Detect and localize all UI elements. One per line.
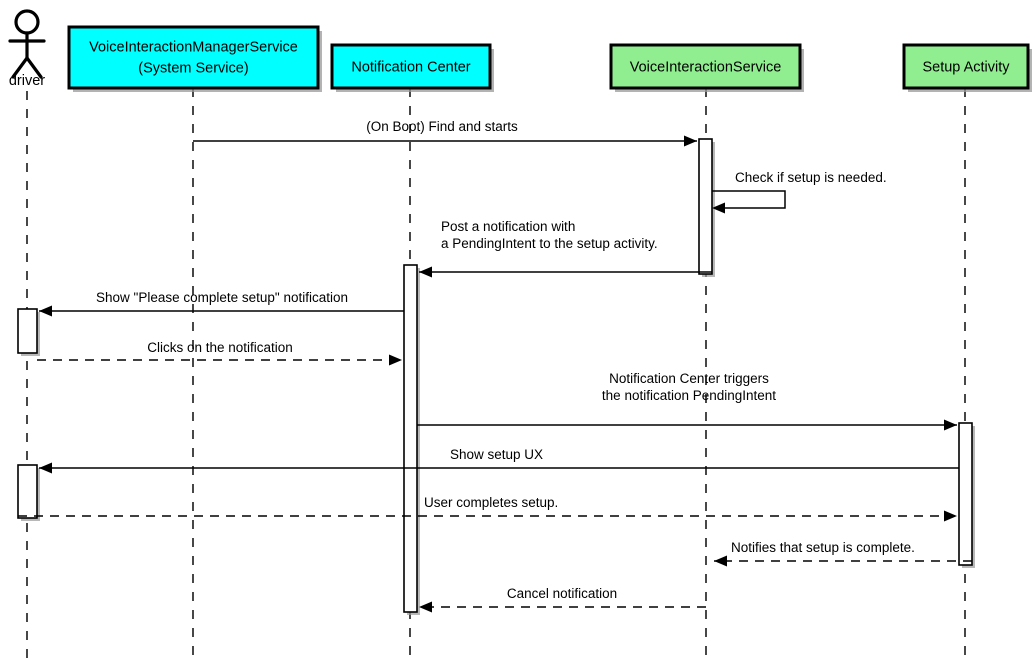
msg-notification-center-triggers-pendingintent[interactable]: Notification Center triggers the notifica… (417, 371, 957, 431)
act-driver-2 (17, 464, 40, 521)
arrowhead (712, 202, 725, 214)
message-label: Show setup UX (450, 447, 543, 462)
msg-on-boot-find-and-starts[interactable]: (On Boot) Find and starts (193, 119, 697, 147)
act-driver-1 (17, 308, 40, 356)
msg-show-setup-ux[interactable]: Show setup UX (39, 447, 959, 474)
message-label: Clicks on the notification (147, 340, 293, 355)
arrowhead (419, 266, 432, 278)
arrowhead (944, 510, 957, 522)
participant-setup_activity[interactable]: Setup Activity (902, 43, 1032, 92)
participant-label-driver: driver (9, 73, 45, 89)
participant-box-notification_center[interactable] (330, 43, 492, 90)
participant-label-vis: VoiceInteractionService (630, 59, 782, 75)
participant-sublabel-vims: (System Service) (138, 60, 248, 76)
arrowhead (684, 135, 697, 147)
participant-label-vims: VoiceInteractionManagerService (89, 39, 298, 55)
message-label: Notification Center triggers (609, 371, 769, 386)
participant-box-vims[interactable] (67, 25, 320, 90)
arrowhead (944, 419, 957, 431)
msg-check-if-setup-is-needed[interactable]: Check if setup is needed. (712, 170, 887, 214)
participant-notification_center[interactable]: Notification Center (330, 43, 494, 92)
actor-leg-right-icon (25, 56, 43, 79)
participant-label-notification_center: Notification Center (351, 59, 470, 75)
act-setup-activity (958, 422, 975, 568)
activation-bar (403, 264, 418, 613)
message-label: Cancel notification (507, 586, 617, 601)
participant-box-setup_activity[interactable] (902, 43, 1030, 90)
activation-bar (17, 308, 38, 354)
participant-driver[interactable]: driver (8, 9, 46, 89)
msg-notifies-that-setup-is-complete[interactable]: Notifies that setup is complete. (714, 540, 972, 567)
message-label: Show "Please complete setup" notificatio… (96, 290, 348, 305)
msg-cancel-notification[interactable]: Cancel notification (419, 586, 706, 613)
message-label: Post a notification with (441, 219, 575, 234)
activation-bar (17, 464, 38, 519)
message-label: User completes setup. (424, 495, 558, 510)
participant-vims[interactable]: VoiceInteractionManagerService (System Se… (67, 25, 322, 92)
act-vis (698, 138, 715, 277)
msg-show-please-complete-setup-notification[interactable]: Show "Please complete setup" notificatio… (39, 290, 404, 317)
arrowhead (389, 354, 402, 366)
activation-bar (698, 138, 713, 275)
message-label: Notifies that setup is complete. (731, 540, 915, 555)
message-label: Check if setup is needed. (735, 170, 887, 185)
message-label: the notification PendingIntent (602, 388, 776, 403)
activation-bar (958, 422, 973, 566)
participant-box-vis[interactable] (609, 43, 802, 90)
act-notification-center (403, 264, 420, 615)
msg-post-a-notification[interactable]: Post a notification with a PendingIntent … (419, 219, 712, 278)
activation-bars-layer (17, 138, 975, 615)
arrowhead (714, 555, 727, 567)
participant-vis[interactable]: VoiceInteractionService (609, 43, 804, 92)
actor-leg-left-icon (11, 56, 29, 79)
msg-clicks-on-the-notification[interactable]: Clicks on the notification (37, 340, 402, 366)
arrowhead (39, 305, 52, 317)
participant-boxes-layer: driver VoiceInteractionManagerService (Sys… (8, 9, 1032, 92)
arrowhead (419, 601, 432, 613)
message-label: a PendingIntent to the setup activity. (441, 236, 658, 251)
actor-head-icon (14, 9, 40, 35)
arrowhead (39, 462, 52, 474)
msg-user-completes-setup[interactable]: User completes setup. (18, 495, 957, 522)
message-line (712, 190, 786, 209)
participant-label-setup_activity: Setup Activity (922, 59, 1010, 75)
message-label: (On Boot) Find and starts (366, 119, 518, 134)
